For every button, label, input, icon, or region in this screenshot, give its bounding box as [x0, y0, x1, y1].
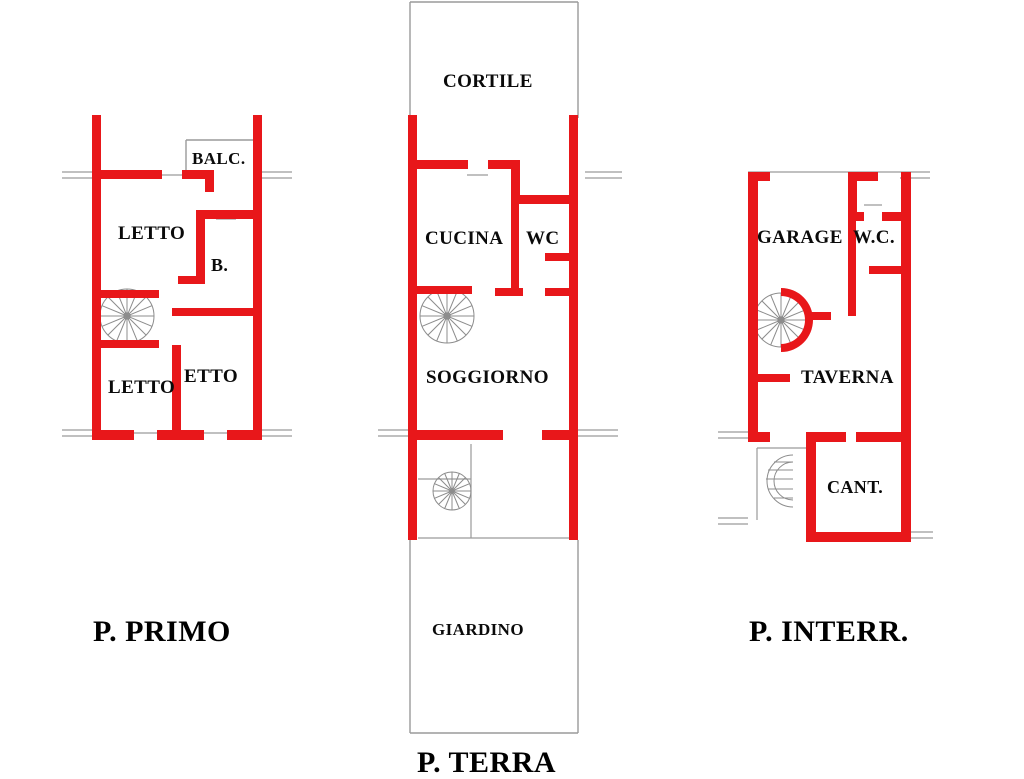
spiral-staircase-terra-interior [419, 288, 475, 344]
walls-interr [748, 172, 911, 542]
room-label-balcone: BALC. [192, 149, 246, 168]
room-label-soggiorno: SOGGIORNO [426, 367, 549, 388]
cortile-outline [409, 1, 579, 118]
room-label-letto-2: LETTO [108, 377, 176, 398]
room-label-garage: GARAGE [757, 227, 843, 248]
room-label-etto: ETTO [184, 366, 239, 387]
floor-title-p-interr: P. INTERR. [749, 615, 909, 648]
room-label-wc: WC [526, 228, 560, 249]
room-label-wc-interr: W.C. [853, 227, 896, 248]
cantina-staircase [766, 454, 794, 508]
room-label-taverna: TAVERNA [801, 367, 894, 388]
room-label-cantina: CANT. [827, 477, 884, 497]
spiral-staircase-terra-exterior [432, 471, 472, 511]
room-label-giardino: GIARDINO [432, 620, 524, 639]
giardino-outline [409, 540, 579, 734]
floor-title-p-terra: P. TERRA [417, 746, 557, 779]
plan-p-primo [62, 115, 292, 440]
room-label-cucina: CUCINA [425, 228, 504, 249]
plan-p-terra [378, 1, 622, 734]
walls-primo [92, 115, 262, 440]
room-label-bagno: B. [211, 255, 229, 275]
plan-p-interr [718, 171, 933, 542]
room-label-cortile: CORTILE [443, 71, 533, 92]
room-label-letto-1: LETTO [118, 223, 186, 244]
floor-title-p-primo: P. PRIMO [93, 615, 231, 648]
walls-terra [408, 115, 578, 540]
